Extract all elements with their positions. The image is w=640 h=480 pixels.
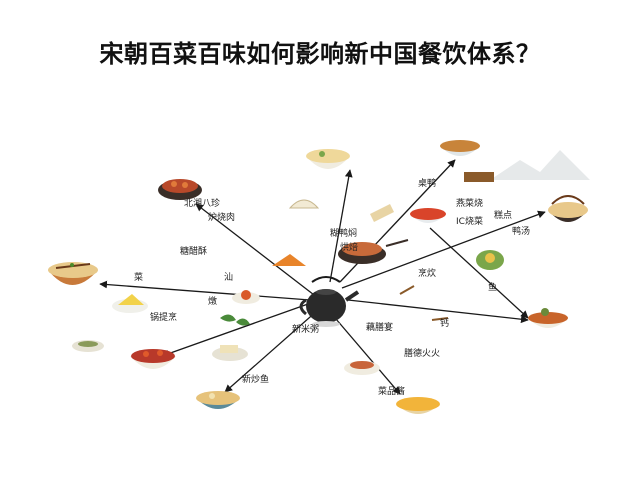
label-node-19: 菜品酱 <box>378 387 406 397</box>
dish-lower-right-bowl <box>528 308 568 328</box>
teapot-icon <box>299 276 360 327</box>
dish-pot-center <box>338 239 409 264</box>
arrow-to-lower-right <box>347 299 529 324</box>
dish-center-left-plate <box>232 290 260 304</box>
label-node-12: 燕菜烧 <box>456 199 484 209</box>
label-node-10: 烘焙 <box>340 243 359 253</box>
label-node-16: 鱼 <box>488 283 498 293</box>
dish-top-bowl <box>306 149 350 169</box>
label-node-13: IC烧菜 <box>456 217 483 227</box>
dish-basket <box>548 195 588 222</box>
dish-green-bowl <box>476 250 504 270</box>
dish-top-left-bowl <box>158 179 202 200</box>
dish-bottom-left-bowl <box>196 391 240 409</box>
label-node-8: 新炒鱼 <box>242 375 270 385</box>
label-node-17: 藕膳宴 <box>366 323 394 333</box>
mountain-decoration <box>490 150 590 180</box>
label-node-2: 炉烧肉 <box>208 213 236 223</box>
diagram-title: 宋朝百菜百味如何影响新中国餐饮体系？ <box>99 40 541 68</box>
label-node-14: 糕点 <box>494 211 513 221</box>
dish-lower-left-bowl <box>130 349 176 369</box>
arrow-to-left <box>99 280 311 301</box>
dish-tofu-plate <box>212 345 248 361</box>
dish-top-right-bowl <box>440 140 480 156</box>
dish-center-right-bowl <box>410 208 446 223</box>
label-node-6: 燉 <box>208 297 218 307</box>
label-node-7: 锅提烹 <box>150 313 178 323</box>
label-node-15: 烹炊 <box>418 269 437 279</box>
dish-tray <box>464 172 494 182</box>
connector-lines <box>99 159 546 395</box>
arrow-to-top <box>329 169 353 283</box>
label-node-22: 钙 <box>440 319 450 329</box>
label-node-4: 菜 <box>134 273 144 283</box>
arrow-to-bottom-left <box>224 309 319 393</box>
label-node-5: 汕 <box>224 273 234 283</box>
label-node-1: 北湘八珍 <box>184 199 221 209</box>
chopsticks-decoration <box>399 285 449 321</box>
dish-small-plate-left <box>72 340 104 352</box>
dish-left-bowl <box>48 262 98 285</box>
label-node-3: 糖醋酥 <box>180 247 208 257</box>
dish-bread <box>370 204 394 222</box>
arrow-to-bottom-right <box>329 311 401 395</box>
dish-bottom-right-bowl <box>396 397 440 414</box>
label-node-21: 新米粥 <box>292 325 320 335</box>
leaf-decoration <box>220 314 250 326</box>
label-node-20: 鸭汤 <box>512 227 531 237</box>
dish-fried-plate <box>272 254 306 266</box>
label-node-18: 膳德火火 <box>404 349 441 359</box>
arrow-secondary <box>429 227 529 319</box>
dish-bottom-center-plate <box>344 361 380 375</box>
label-node-11: 桌鸭 <box>418 179 437 189</box>
arrow-to-top-left <box>195 203 319 299</box>
dish-dumpling <box>288 199 320 209</box>
arrow-to-lower-left <box>161 303 309 358</box>
arrow-to-right <box>341 210 546 289</box>
label-node-9: 糊鸭焖 <box>330 229 358 239</box>
dish-lemon-plate <box>112 294 148 313</box>
